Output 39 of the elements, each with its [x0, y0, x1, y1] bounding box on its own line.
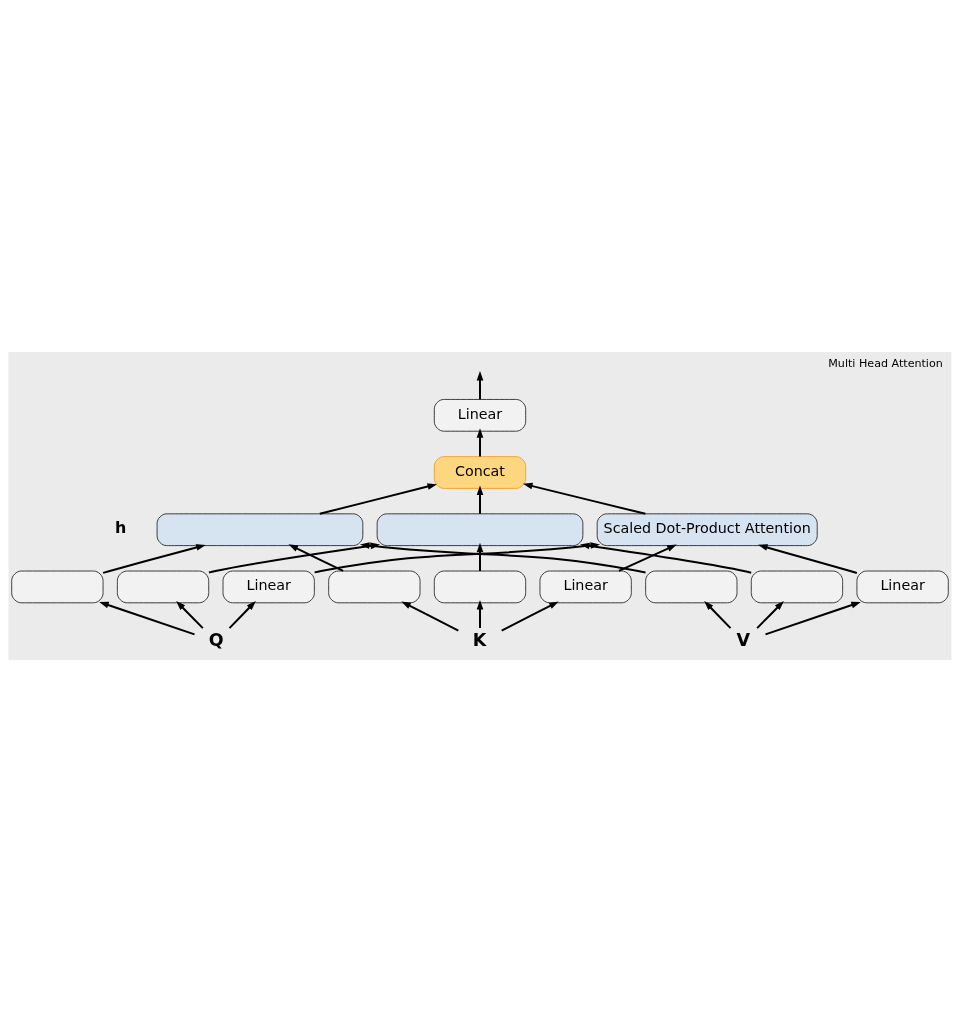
node-box: Linear — [539, 570, 632, 604]
arrow — [764, 601, 861, 636]
node-box: Scaled Dot-Product Attention — [596, 513, 818, 547]
arrow — [99, 601, 196, 636]
arrow — [476, 600, 484, 630]
arrow — [288, 544, 345, 572]
arrow — [523, 482, 647, 515]
node-box — [376, 513, 584, 547]
arrow — [476, 428, 484, 458]
arrow — [500, 601, 559, 632]
label: h — [114, 517, 127, 537]
node-box — [11, 570, 104, 604]
node-box: Concat — [433, 456, 527, 489]
arrow — [228, 600, 256, 630]
node-box — [433, 570, 527, 604]
node-box — [156, 513, 364, 547]
diagram-title: Multi Head Attention — [828, 357, 943, 371]
arrow — [401, 601, 460, 632]
node-box — [328, 570, 421, 604]
arrow — [757, 544, 858, 574]
arrow — [102, 544, 206, 574]
arrow — [476, 542, 484, 572]
node-box: Linear — [856, 570, 949, 604]
arrow — [318, 483, 438, 515]
arrow — [476, 371, 484, 401]
node-text: K — [472, 630, 487, 651]
node-text: Q — [208, 630, 224, 651]
arrow — [756, 600, 784, 630]
node-box — [645, 570, 738, 604]
node-box: Linear — [222, 570, 315, 604]
arrow — [617, 544, 677, 572]
node-box — [750, 570, 844, 604]
arrow — [476, 485, 484, 515]
arrow — [176, 600, 204, 630]
node-box — [116, 570, 210, 604]
node-text: V — [736, 630, 751, 651]
node-box: Linear — [433, 398, 527, 432]
arrow — [704, 600, 732, 630]
arrow — [579, 542, 753, 574]
